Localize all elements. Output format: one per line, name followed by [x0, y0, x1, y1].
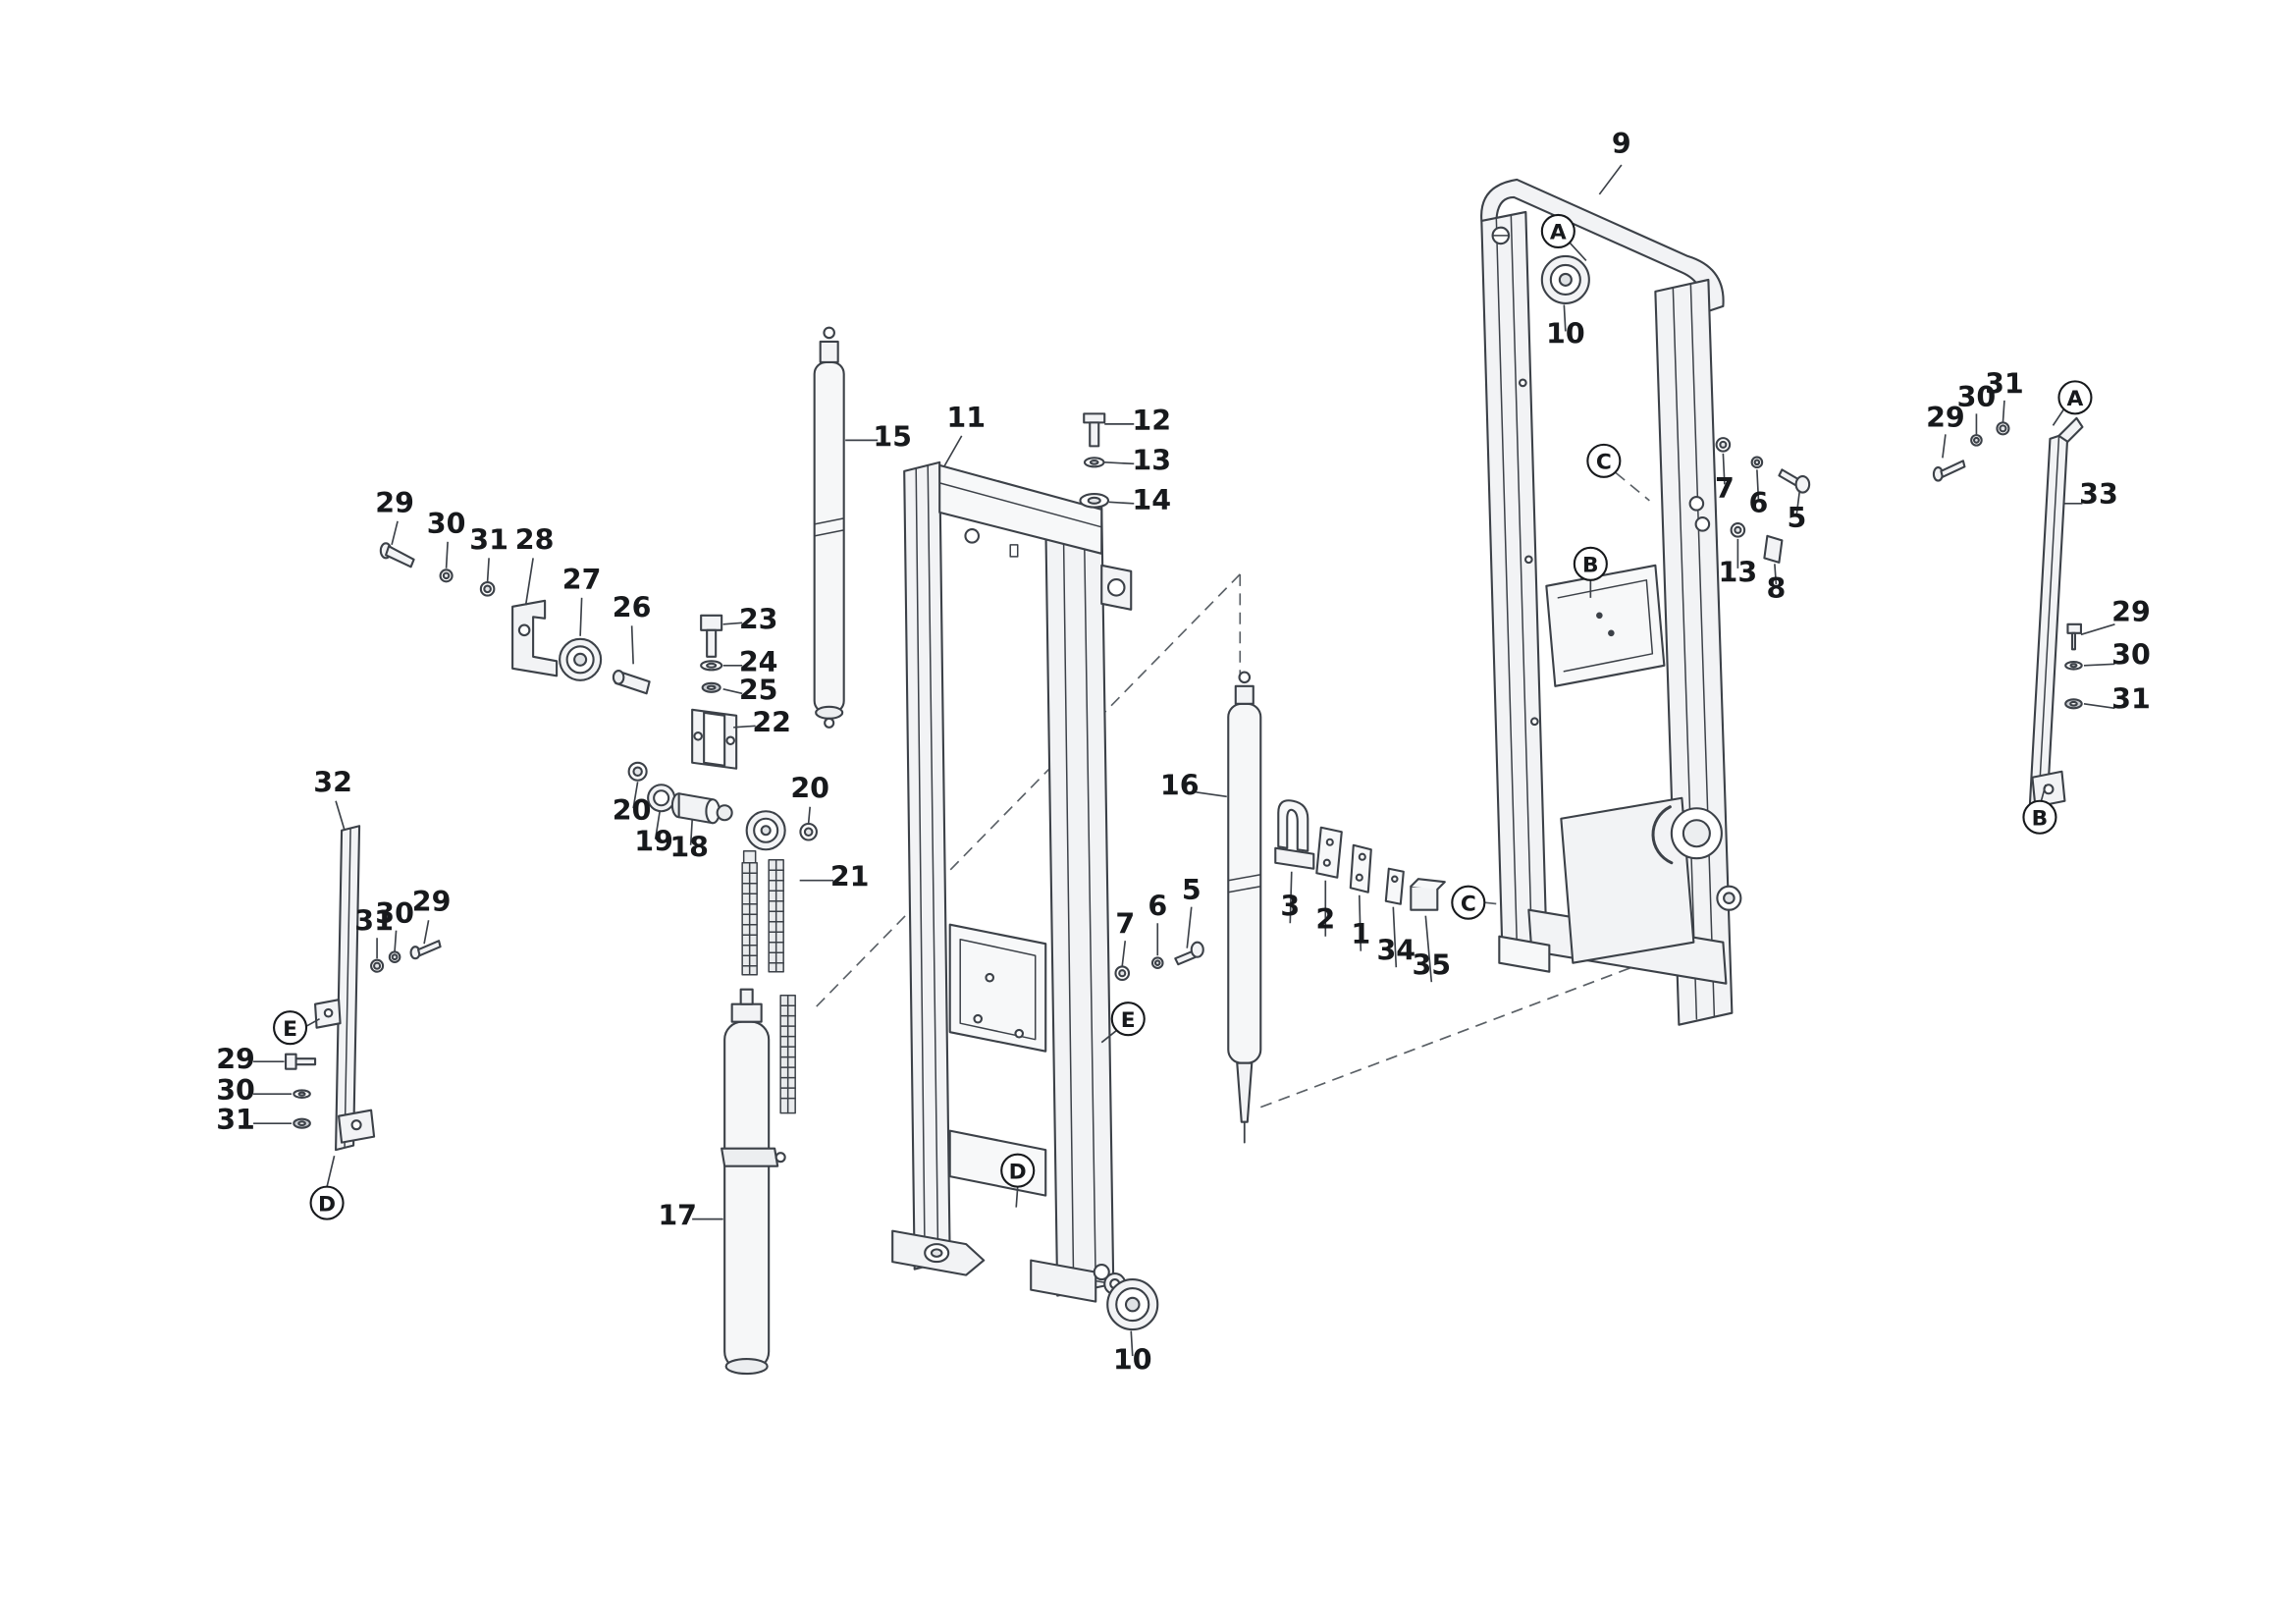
part-callout-18-18: 18	[669, 832, 709, 864]
svg-text:A: A	[2067, 387, 2084, 411]
guide-rail-32	[285, 825, 442, 1152]
ref-marker-E-9: E	[1110, 1001, 1146, 1037]
part-callout-31-51: 31	[2111, 682, 2151, 715]
fastener-set-center	[1114, 941, 1204, 981]
part-callout-29-24: 29	[216, 1044, 255, 1076]
part-callout-7-28: 7	[1115, 908, 1135, 941]
svg-text:E: E	[283, 1017, 297, 1042]
part-callout-26-5: 26	[613, 591, 652, 623]
part-callout-30-46: 30	[1957, 381, 1997, 413]
reference-markers-layer: A C B C A B E D D E	[273, 213, 2093, 1220]
svg-text:D: D	[1009, 1160, 1027, 1184]
part-callout-30-50: 30	[2111, 638, 2151, 671]
part-callout-14-14: 14	[1132, 484, 1171, 516]
svg-text:A: A	[1550, 221, 1567, 245]
ref-marker-C-3: C	[1451, 885, 1486, 920]
callout-leader-lines	[253, 164, 2115, 1357]
guide-rail-33	[1932, 416, 2084, 814]
chain-anchor-group	[511, 599, 818, 851]
svg-text:B: B	[1582, 554, 1599, 578]
part-callout-19-17: 19	[634, 826, 673, 858]
dashed-construction-lines	[814, 471, 1668, 1109]
inner-mast-drawing	[891, 460, 1133, 1303]
part-callout-2-33: 2	[1315, 903, 1335, 936]
cylinder-15	[813, 326, 845, 729]
outer-mast-drawing	[1480, 178, 1742, 1026]
part-callout-5-30: 5	[1182, 874, 1201, 906]
svg-text:C: C	[1461, 892, 1476, 916]
svg-text:D: D	[318, 1192, 336, 1217]
part-callout-8-44: 8	[1766, 572, 1786, 605]
part-callout-9-38: 9	[1612, 128, 1631, 160]
roller-10-bottom	[1093, 1264, 1159, 1331]
part-callout-20-19: 20	[790, 773, 829, 805]
part-callout-7-40: 7	[1715, 472, 1735, 505]
part-callout-15-10: 15	[873, 420, 912, 453]
lift-chains-21	[741, 849, 796, 1114]
part-callout-25-8: 25	[739, 674, 778, 706]
svg-text:E: E	[1121, 1008, 1136, 1033]
part-callout-20-16: 20	[613, 794, 652, 827]
part-callout-30-22: 30	[375, 897, 414, 930]
ref-marker-E-6: E	[273, 1010, 308, 1046]
part-callout-32-15: 32	[313, 767, 352, 799]
part-callout-28-3: 28	[515, 523, 555, 556]
part-callout-12-12: 12	[1132, 405, 1171, 437]
part-callout-29-0: 29	[375, 487, 414, 519]
part-callout-11-11: 11	[946, 402, 986, 434]
part-callout-13-43: 13	[1719, 556, 1758, 588]
part-callout-31-26: 31	[216, 1104, 255, 1136]
part-callout-29-45: 29	[1926, 402, 1965, 434]
part-callout-23-6: 23	[739, 603, 778, 635]
part-callout-31-47: 31	[1985, 367, 2024, 400]
bolt-stack-12-13-14	[1079, 412, 1110, 509]
ref-marker-C-1: C	[1586, 443, 1622, 478]
part-callout-6-29: 6	[1148, 891, 1167, 923]
cylinder-16	[1227, 671, 1262, 1144]
part-callout-30-25: 30	[216, 1074, 255, 1107]
part-callout-33-48: 33	[2079, 478, 2118, 511]
svg-text:C: C	[1596, 451, 1612, 475]
ref-marker-B-5: B	[2022, 799, 2057, 835]
ref-marker-D-7: D	[309, 1185, 345, 1220]
part-callout-22-9: 22	[752, 706, 791, 738]
part-callout-35-36: 35	[1412, 949, 1451, 982]
part-callout-27-4: 27	[562, 564, 602, 596]
part-callout-6-41: 6	[1748, 487, 1768, 519]
cylinder-17	[721, 988, 786, 1376]
part-callout-3-32: 3	[1280, 891, 1300, 923]
screw-set-upper-left	[379, 542, 496, 597]
ref-marker-D-8: D	[1000, 1153, 1036, 1188]
part-callout-31-2: 31	[469, 523, 508, 556]
part-callout-29-49: 29	[2111, 596, 2151, 628]
part-callout-10-37: 10	[1113, 1344, 1152, 1377]
part-callout-13-13: 13	[1132, 444, 1171, 476]
fastener-set-right-mast	[1715, 437, 1811, 564]
part-callout-1-34: 1	[1351, 918, 1370, 950]
part-callout-30-1: 30	[427, 508, 466, 540]
part-callout-24-7: 24	[739, 646, 778, 678]
ref-marker-A-0: A	[1540, 213, 1575, 248]
part-callout-17-27: 17	[658, 1200, 697, 1232]
svg-text:B: B	[2032, 807, 2049, 832]
ref-marker-B-2: B	[1573, 546, 1608, 581]
part-callout-16-31: 16	[1160, 770, 1200, 802]
clamp-parts-group	[1274, 799, 1446, 911]
ref-marker-A-4: A	[2057, 380, 2093, 415]
part-callout-21-20: 21	[830, 861, 870, 893]
part-callout-31-21: 31	[354, 905, 394, 938]
part-callout-34-35: 34	[1376, 935, 1415, 967]
part-callout-10-39: 10	[1546, 317, 1585, 350]
part-callout-29-23: 29	[412, 886, 452, 918]
part-callout-5-42: 5	[1787, 502, 1806, 534]
